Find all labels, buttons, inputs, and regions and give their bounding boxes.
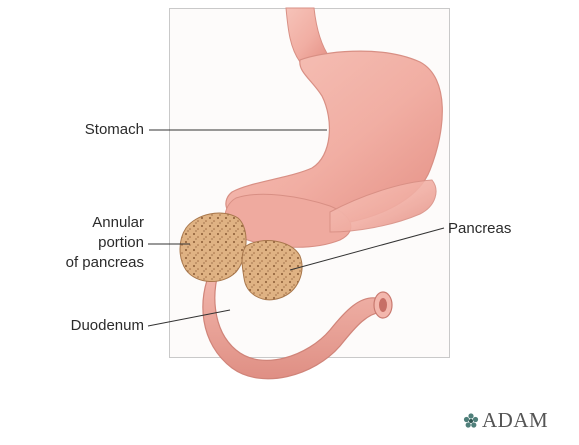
adam-logo-text: ADAM [482, 408, 548, 433]
label-annular-line2: portion [20, 234, 144, 252]
pancreas-head [242, 241, 302, 300]
label-annular-line3: of pancreas [20, 254, 144, 272]
adam-logo: ADAM [462, 408, 548, 433]
label-duodenum: Duodenum [24, 317, 144, 335]
label-stomach: Stomach [44, 121, 144, 139]
label-annular-line1: Annular [20, 214, 144, 232]
annular-pancreas [180, 213, 246, 282]
label-pancreas: Pancreas [448, 220, 511, 238]
star-flower-icon [462, 412, 480, 430]
